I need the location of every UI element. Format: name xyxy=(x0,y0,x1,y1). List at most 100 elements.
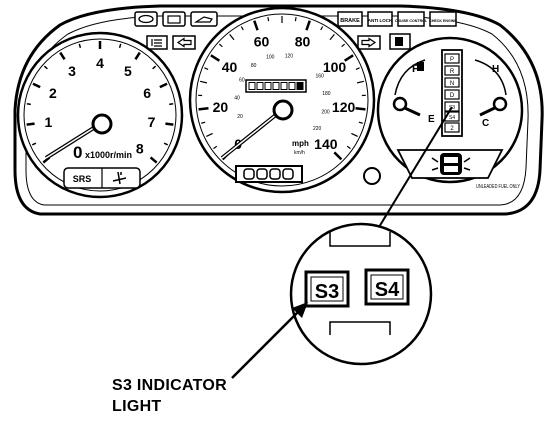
tachometer-tick-label: 7 xyxy=(148,114,156,130)
seatbelt-icon xyxy=(134,11,158,27)
speedometer-kmh-label: 220 xyxy=(313,126,322,132)
fuel-full-label: F xyxy=(412,63,419,75)
gear-n xyxy=(444,77,460,88)
tachometer-tick xyxy=(149,156,158,164)
tachometer-tick xyxy=(78,43,82,49)
speedometer-mph-label: 140 xyxy=(314,136,338,152)
anti-lock-label: ANTI LOCK xyxy=(368,18,393,23)
speedometer-kmh-label: 120 xyxy=(285,54,294,60)
brake-label: BRAKE xyxy=(340,18,360,24)
speedometer-mph-label: 100 xyxy=(323,59,347,75)
speedometer-tick xyxy=(305,20,311,31)
gear-indicator-cells: P R N D S3 S4 2 xyxy=(444,53,460,133)
tachometer-zero-label: 0 xyxy=(73,143,82,162)
tachometer-tick-label: 3 xyxy=(68,63,76,79)
speedometer-tick xyxy=(267,17,270,22)
callout-line-1: S3 INDICATOR xyxy=(112,377,228,394)
speedometer-mph-label: 20 xyxy=(213,99,229,115)
callout-arrow-shaft xyxy=(231,307,303,379)
speedometer-tick xyxy=(218,43,223,48)
tachometer-tick xyxy=(134,51,141,61)
tachometer-tick xyxy=(163,142,169,146)
fuel-arc xyxy=(394,59,426,96)
trip-reset-knob xyxy=(363,167,381,185)
speedometer-mph-label: 60 xyxy=(254,33,270,49)
callout-arrowhead xyxy=(292,302,308,318)
s4-indicator: S4 xyxy=(364,268,410,306)
magnified-view: S3 S4 xyxy=(289,222,433,366)
oil-pressure-icon xyxy=(190,11,218,27)
temp-cold-label: C xyxy=(482,118,489,129)
tachometer-tick-label: 1 xyxy=(45,114,53,130)
tachometer-dial xyxy=(23,38,177,192)
svg-text:D: D xyxy=(450,93,455,99)
warning-lights-top-right: BRAKE ANTI LOCK CRUISE CONTROL CHECK ENG… xyxy=(337,11,457,27)
tachometer-ticks xyxy=(26,41,174,164)
speedometer-tick xyxy=(199,80,208,84)
cruise-control-label: CRUISE CONTROL xyxy=(395,19,428,23)
s3-indicator: S3 xyxy=(304,270,350,308)
fuel-empty-label: E xyxy=(428,114,435,125)
unit-mph-label: mph xyxy=(292,139,309,148)
anti-lock-light xyxy=(367,11,393,27)
speedometer-mph-label: 40 xyxy=(222,59,238,75)
tachometer-tick xyxy=(165,122,174,126)
speedometer-tick xyxy=(355,67,360,70)
speedometer-tick xyxy=(356,80,365,84)
tachometer-tick xyxy=(152,65,157,70)
tachometer-tick xyxy=(43,65,48,70)
tachometer-tick xyxy=(32,82,41,89)
speedometer-tick xyxy=(333,151,343,161)
tachometer-tick xyxy=(169,103,174,106)
speedometer-kmh-label: 20 xyxy=(237,114,243,120)
tachometer-tick xyxy=(26,103,31,106)
tachometer-tick-label: 2 xyxy=(49,85,57,101)
speedometer-tick xyxy=(341,43,346,48)
speedometer-hub xyxy=(272,99,294,121)
gear-r xyxy=(444,65,460,76)
battery-icon xyxy=(162,11,186,27)
speedometer-kmh-label: 80 xyxy=(251,63,257,69)
speedometer-tick xyxy=(240,26,244,31)
speedometer-tick xyxy=(346,145,351,150)
srs-label: SRS xyxy=(73,174,92,184)
unit-kmh-label: km/h xyxy=(294,150,305,156)
check-engine-label: CHECK ENGINE xyxy=(429,19,457,23)
tachometer-tick-label: 4 xyxy=(96,55,104,71)
tachometer-tick xyxy=(59,51,66,61)
tachometer-tick-label: 6 xyxy=(143,85,151,101)
left-turn-arrow-icon xyxy=(172,35,196,50)
trip-meter-cells xyxy=(248,82,304,90)
speedometer-tick xyxy=(320,26,324,31)
gear-d xyxy=(444,89,460,100)
gear-p xyxy=(444,53,460,64)
leader-line xyxy=(375,106,453,233)
speedometer-tick xyxy=(206,132,213,137)
fuel-note: UNLEADED FUEL ONLY xyxy=(476,184,520,190)
door-ajar-car-icon xyxy=(431,153,471,175)
speedometer-kmh-label: 200 xyxy=(321,109,330,115)
speedometer-tick xyxy=(329,33,335,41)
speedometer-tick xyxy=(204,67,209,70)
warning-lights-top-left xyxy=(134,11,218,27)
gear-s4 xyxy=(444,111,460,122)
magnifier-circle xyxy=(289,222,433,366)
temp-arc xyxy=(474,59,507,96)
speedometer-kmh-label: 100 xyxy=(266,55,275,61)
gear-2 xyxy=(444,122,460,133)
tachometer-tick xyxy=(26,122,35,126)
callout-line-2: LIGHT xyxy=(112,398,162,415)
speedometer-dial xyxy=(195,13,369,187)
tachometer-tick xyxy=(118,43,122,49)
speedometer-tick xyxy=(210,54,221,62)
check-engine-light xyxy=(429,11,457,27)
gear-s3 xyxy=(444,101,460,112)
tachometer-hub xyxy=(91,113,113,135)
speedometer-tick xyxy=(213,145,218,150)
s4-label: S4 xyxy=(375,279,400,301)
brake-light xyxy=(337,11,363,27)
s3-indicator-callout: S3 INDICATOR LIGHT xyxy=(112,375,227,417)
